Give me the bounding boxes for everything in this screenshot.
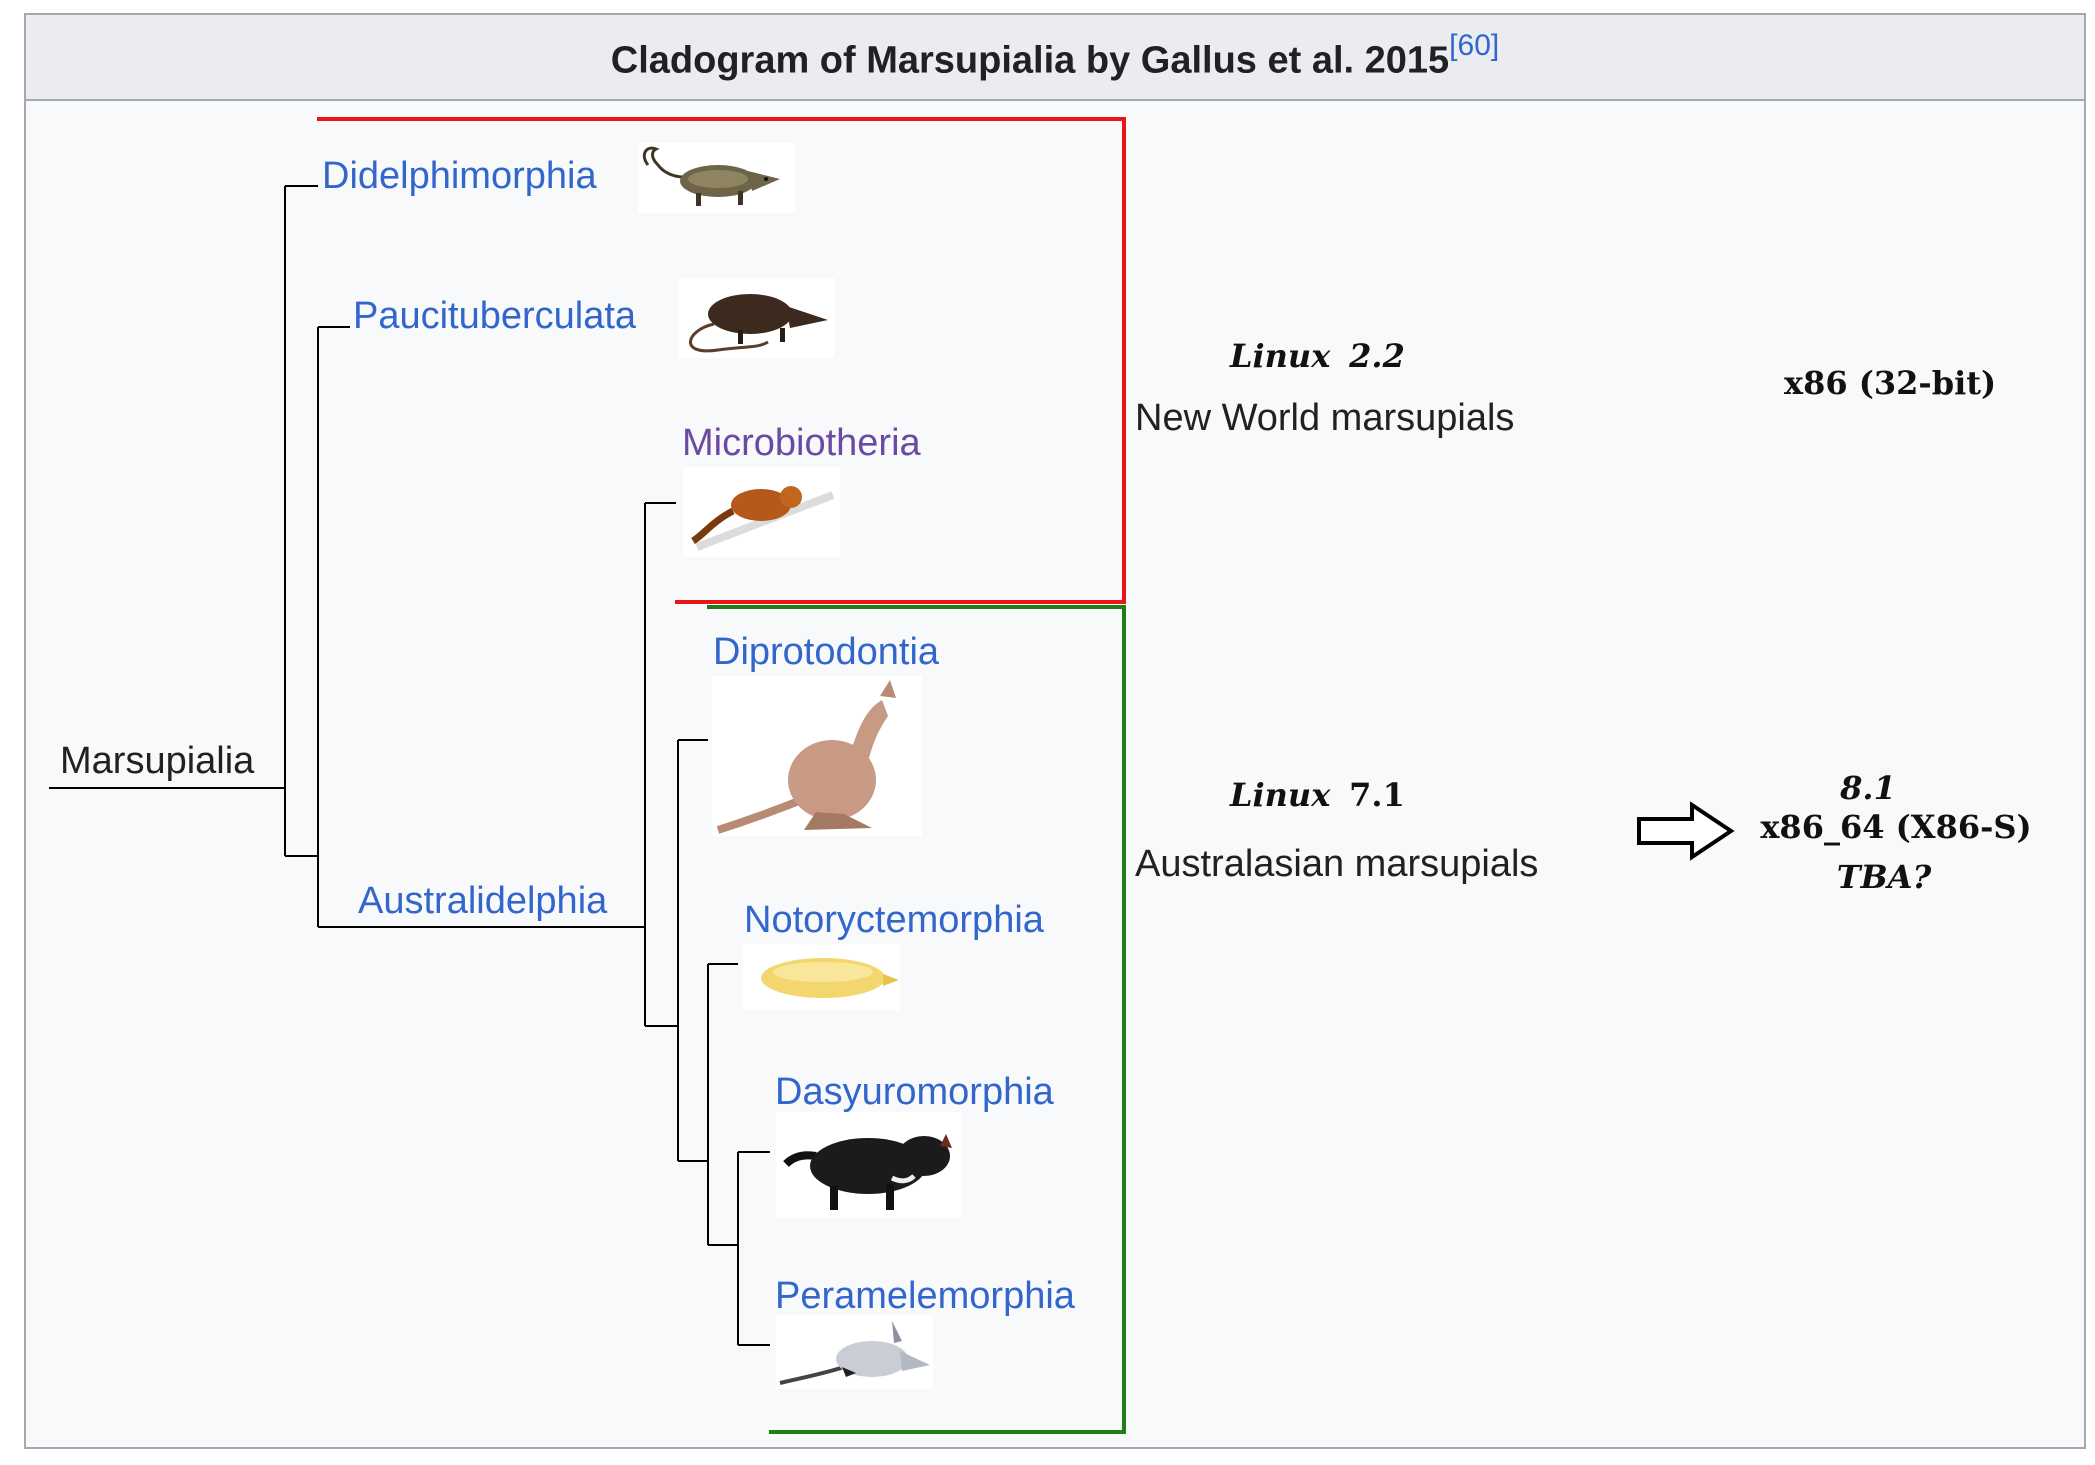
infobox-title: Cladogram of Marsupialia by Gallus et al…: [26, 29, 2084, 83]
root-label: Marsupialia: [60, 740, 255, 782]
australasian-version: Linux 7.1: [1229, 776, 1405, 814]
taxon-notoryctemorphia[interactable]: Notoryctemorphia: [744, 899, 1045, 941]
title-text: Cladogram of Marsupialia by Gallus et al…: [610, 39, 1450, 82]
new-world-arch: x86 (32-bit): [1784, 364, 1996, 402]
australasian-tba: TBA?: [1837, 858, 1932, 896]
taxon-diprotodontia[interactable]: Diprotodontia: [713, 631, 940, 673]
citation-link[interactable]: [60]: [1449, 29, 1500, 62]
cladogram-infobox: Cladogram of Marsupialia by Gallus et al…: [24, 13, 2086, 1449]
australasian-arch: x86_64 (X86-S): [1760, 808, 2031, 846]
australasian-bracket: [707, 605, 1126, 1434]
taxon-microbiotheria[interactable]: Microbiotheria: [682, 422, 922, 464]
infobox-header: Cladogram of Marsupialia by Gallus et al…: [26, 15, 2084, 101]
tasmanian-devil-image: [776, 1112, 962, 1218]
taxon-didelphimorphia[interactable]: Didelphimorphia: [322, 155, 597, 197]
taxon-australidelphia[interactable]: Australidelphia: [358, 880, 608, 922]
opossum-image: [638, 143, 795, 213]
new-world-bracket: [317, 117, 1126, 604]
australasian-next-version: 8.1: [1839, 769, 1896, 807]
taxon-peramelemorphia[interactable]: Peramelemorphia: [775, 1275, 1076, 1317]
tree-branches: [49, 185, 770, 1346]
shrew-opossum-image: [678, 278, 835, 358]
new-world-label: New World marsupials: [1135, 397, 1514, 439]
new-world-version-number: 2.2: [1348, 337, 1405, 375]
new-world-version-os: Linux: [1229, 337, 1331, 375]
marsupial-mole-image: [743, 944, 900, 1010]
bandicoot-image: [776, 1315, 933, 1389]
australasian-label: Australasian marsupials: [1135, 843, 1538, 885]
kangaroo-image: [712, 676, 922, 836]
australasian-version-number: 7.1: [1349, 776, 1405, 814]
taxon-paucituberculata[interactable]: Paucituberculata: [353, 295, 637, 337]
monito-del-monte-image: [683, 467, 840, 557]
taxon-dasyuromorphia[interactable]: Dasyuromorphia: [775, 1071, 1055, 1113]
new-world-version: Linux 2.2: [1229, 337, 1405, 375]
australasian-version-os: Linux: [1229, 776, 1331, 814]
right-arrow-icon: [1637, 801, 1735, 861]
